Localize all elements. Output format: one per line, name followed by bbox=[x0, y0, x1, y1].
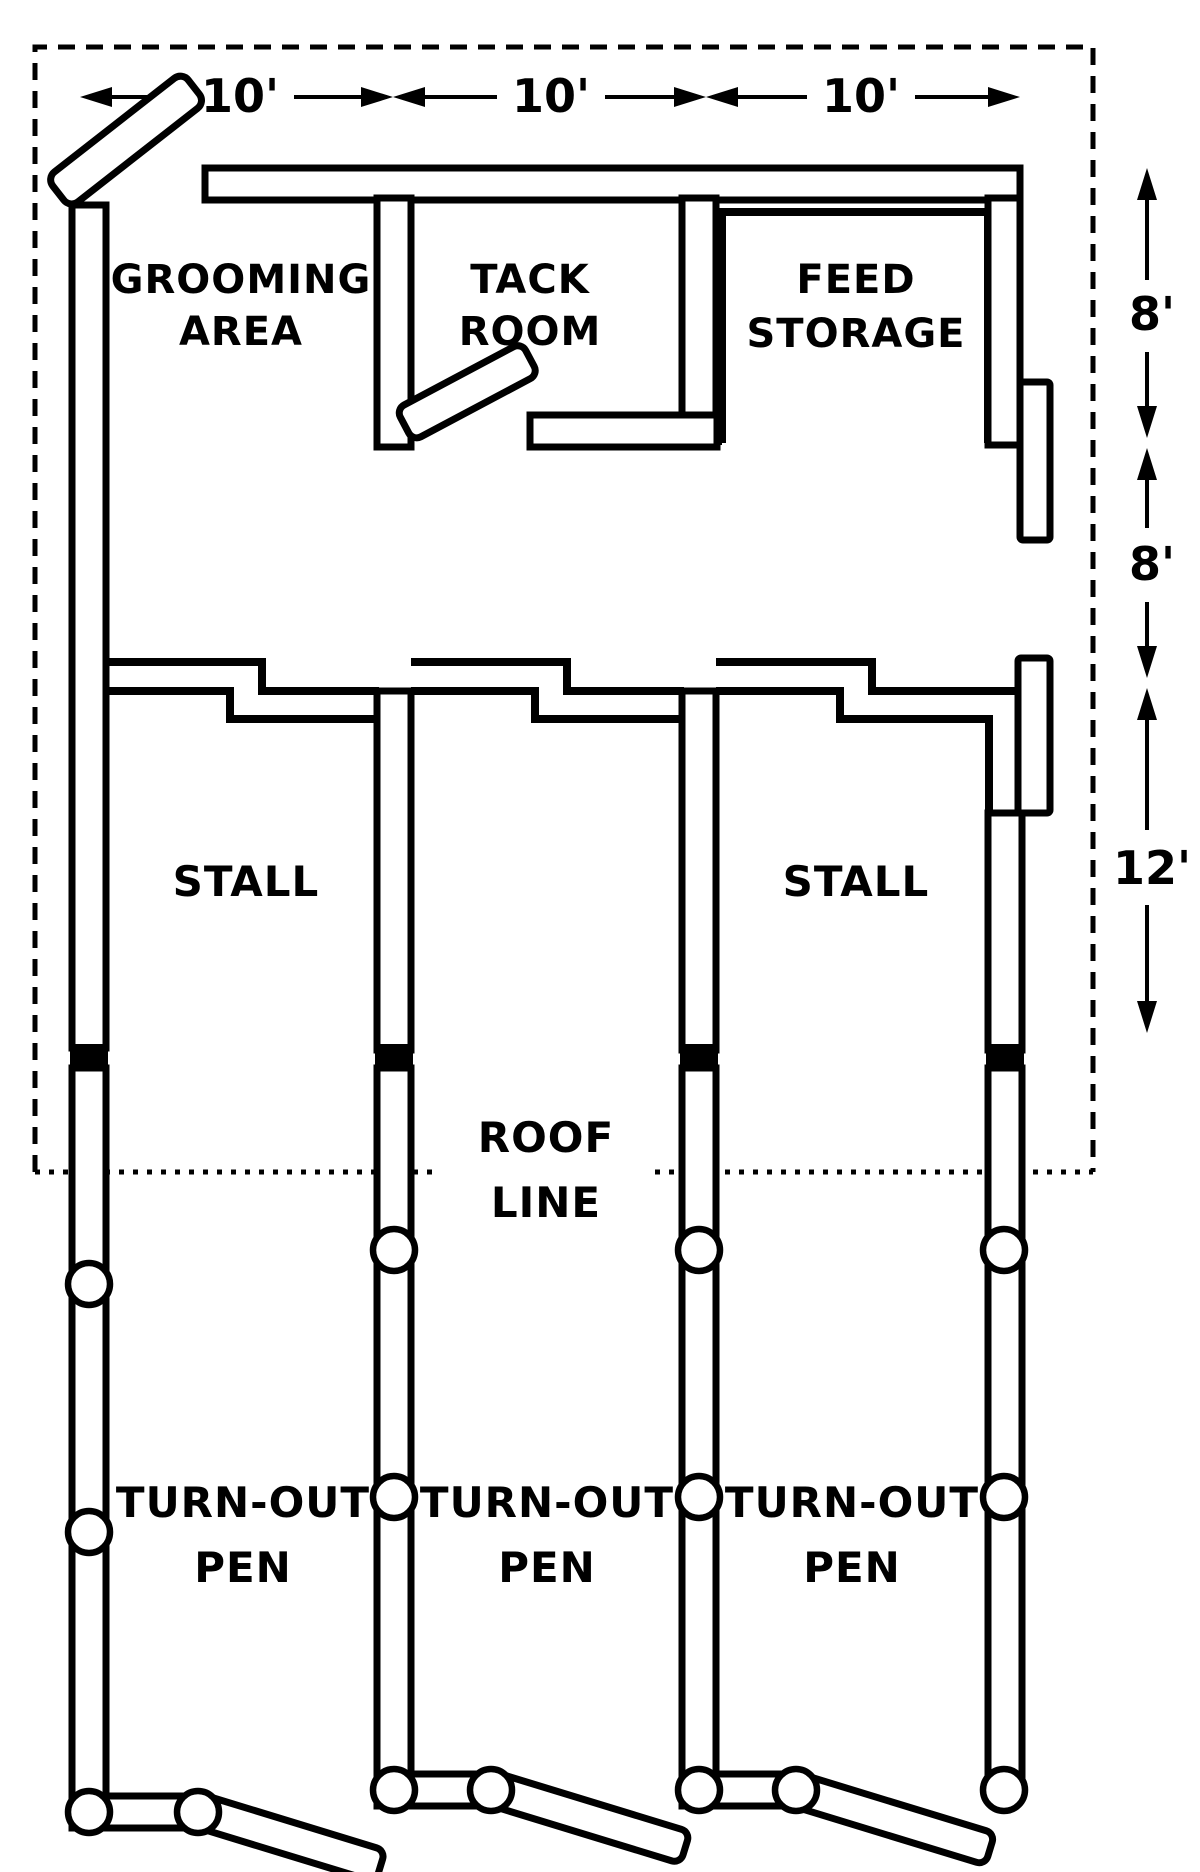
grooming-area-label-line1: GROOMING bbox=[111, 257, 372, 303]
dimension-right: 8' 8' 12' bbox=[1113, 168, 1191, 1033]
dimension-right-label-1: 8' bbox=[1129, 287, 1175, 341]
roof-line-label-line2: LINE bbox=[491, 1178, 601, 1227]
pen-gate-2 bbox=[483, 1770, 692, 1865]
pen-1-label-line2: PEN bbox=[194, 1543, 292, 1592]
dimension-top: 10' 10' 10' bbox=[80, 69, 1020, 123]
fence-joints bbox=[70, 1044, 1024, 1070]
roof-outline-dashed-border bbox=[32, 44, 1096, 1172]
fence-col-3 bbox=[678, 1064, 720, 1780]
wall-stall-right bbox=[984, 809, 1026, 1054]
tack-room-label-line2: ROOM bbox=[459, 309, 602, 355]
tack-room-label-line1: TACK bbox=[470, 257, 590, 303]
dimension-right-arrowheads bbox=[1137, 168, 1157, 1033]
grooming-area-label-line2: AREA bbox=[179, 309, 303, 355]
tack-room-gate bbox=[395, 342, 539, 442]
gates bbox=[47, 72, 997, 1872]
pen-3-label-line2: PEN bbox=[803, 1543, 901, 1592]
wall-tack-bottom bbox=[526, 411, 721, 451]
wall-stall-partition-2 bbox=[678, 687, 720, 1054]
stall-right-label: STALL bbox=[783, 857, 930, 906]
feed-storage-label-line2: STORAGE bbox=[746, 311, 965, 357]
pen-1-label-line1: TURN-OUT bbox=[116, 1478, 370, 1527]
feed-storage-door-panel bbox=[1016, 378, 1054, 544]
fence-col-1 bbox=[68, 1064, 110, 1802]
wall-stall-partition-1 bbox=[373, 687, 415, 1054]
dimension-top-label-1: 10' bbox=[201, 69, 279, 123]
roof-line-label-line1: ROOF bbox=[478, 1113, 614, 1162]
dimension-top-arrowheads bbox=[80, 87, 1020, 107]
door-panels bbox=[1014, 378, 1054, 817]
wall-right bbox=[984, 194, 1024, 449]
pen-3-label-line1: TURN-OUT bbox=[725, 1478, 979, 1527]
fence-posts bbox=[64, 1225, 1029, 1837]
pen-2-label-line2: PEN bbox=[498, 1543, 596, 1592]
dimension-top-label-3: 10' bbox=[822, 69, 900, 123]
pen-2-label-line1: TURN-OUT bbox=[420, 1478, 674, 1527]
grooming-area-gate bbox=[47, 72, 206, 208]
stall-front-walls bbox=[106, 658, 1020, 813]
fence-col-2 bbox=[373, 1064, 415, 1780]
labels: GROOMING AREA TACK ROOM FEED STORAGE STA… bbox=[111, 257, 979, 1592]
wall-divider-tack-feed bbox=[678, 194, 720, 451]
dimension-top-label-2: 10' bbox=[512, 69, 590, 123]
stall-exterior-door-panel bbox=[1014, 654, 1054, 817]
fence-col-4 bbox=[984, 1064, 1026, 1780]
feed-storage-label-line1: FEED bbox=[796, 257, 915, 303]
stall-left-label: STALL bbox=[173, 857, 320, 906]
dimension-right-label-2: 8' bbox=[1129, 537, 1175, 591]
wall-top bbox=[201, 164, 1024, 204]
wall-left bbox=[68, 201, 110, 1052]
dimension-right-label-3: 12' bbox=[1113, 841, 1191, 895]
